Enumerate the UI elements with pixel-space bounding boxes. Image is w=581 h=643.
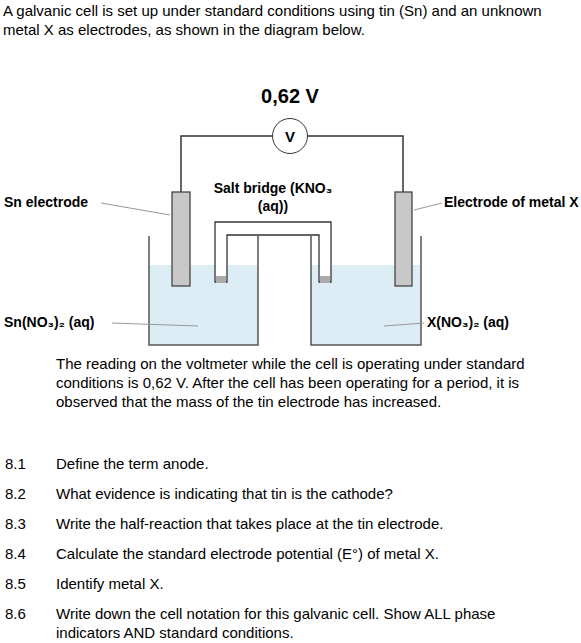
- leader-line: [101, 203, 170, 215]
- question-number: 8.4: [5, 545, 45, 564]
- solution: [149, 265, 258, 345]
- leader-line: [414, 203, 442, 210]
- question-text: Calculate the standard electrode potenti…: [56, 545, 571, 564]
- part-label: Sn(NO₃)₂ (aq): [4, 314, 124, 332]
- question-number: 8.5: [5, 575, 45, 594]
- beaker: [149, 236, 258, 345]
- part-label: Salt bridge (KNO₃ (aq)): [212, 180, 334, 215]
- meter-circle: V: [272, 118, 308, 154]
- voltage-reading: 0,62 V: [240, 84, 340, 108]
- voltmeter: 0,62 V V: [240, 78, 340, 154]
- meter-symbol: V: [285, 128, 295, 145]
- salt-bridge: [215, 222, 331, 282]
- question-text: What evidence is indicating that tin is …: [56, 485, 571, 504]
- leader-line: [384, 323, 424, 326]
- bridge-plug: [320, 276, 330, 283]
- question-text: Identify metal X.: [56, 575, 571, 594]
- leader-line: [112, 323, 198, 326]
- question-text: Write the half-reaction that takes place…: [56, 515, 571, 534]
- intro-text: A galvanic cell is set up under standard…: [3, 2, 575, 40]
- sn-electrode: [172, 192, 190, 286]
- part-label: X(NO₃)₂ (aq): [427, 314, 547, 332]
- question-number: 8.2: [5, 485, 45, 504]
- x-electrode: [395, 192, 412, 286]
- bridge-plug: [216, 276, 226, 283]
- question-text: Write down the cell notation for this ga…: [56, 605, 556, 643]
- question-number: 8.6: [5, 605, 45, 624]
- part-label: Sn electrode: [4, 194, 114, 212]
- question-number: 8.3: [5, 515, 45, 534]
- paragraph-text: The reading on the voltmeter while the c…: [56, 355, 566, 411]
- question-number: 8.1: [5, 455, 45, 474]
- question-text: Define the term anode.: [56, 455, 571, 474]
- part-label: Electrode of metal X: [444, 194, 579, 212]
